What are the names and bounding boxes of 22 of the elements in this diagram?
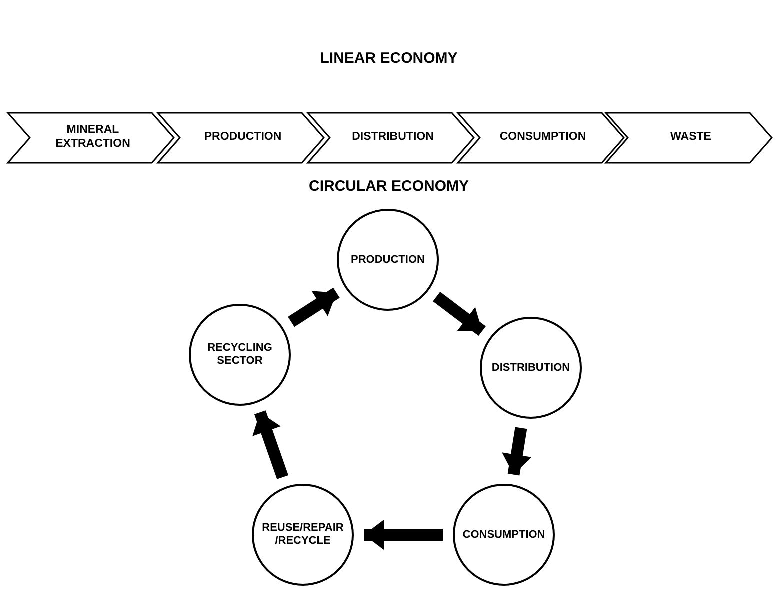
stage-label: MINERAL EXTRACTION (54, 123, 132, 152)
chevron-step (458, 113, 624, 163)
chevron-step (8, 113, 174, 163)
stage-label: PRODUCTION (350, 254, 426, 266)
stage-label: DISTRIBUTION (351, 130, 435, 146)
stage-label: PRODUCTION (203, 130, 283, 146)
block-arrow (364, 520, 443, 550)
block-arrow (288, 288, 340, 328)
block-arrow (252, 410, 289, 480)
stage-label: RECYCLING SECTOR (206, 342, 274, 368)
section-title: CIRCULAR ECONOMY (309, 178, 469, 195)
stage-label: CONSUMPTION (498, 130, 588, 146)
block-arrow (433, 292, 486, 336)
stage-label: WASTE (670, 130, 712, 146)
stage-label: DISTRIBUTION (490, 362, 572, 374)
stage-label: REUSE/REPAIR /RECYCLE (261, 522, 345, 548)
stage-label: CONSUMPTION (462, 528, 546, 542)
section-title: LINEAR ECONOMY (320, 50, 458, 67)
block-arrow (502, 427, 532, 476)
chevron-step (308, 113, 474, 163)
chevron-step (606, 113, 772, 163)
chevron-step (158, 113, 324, 163)
